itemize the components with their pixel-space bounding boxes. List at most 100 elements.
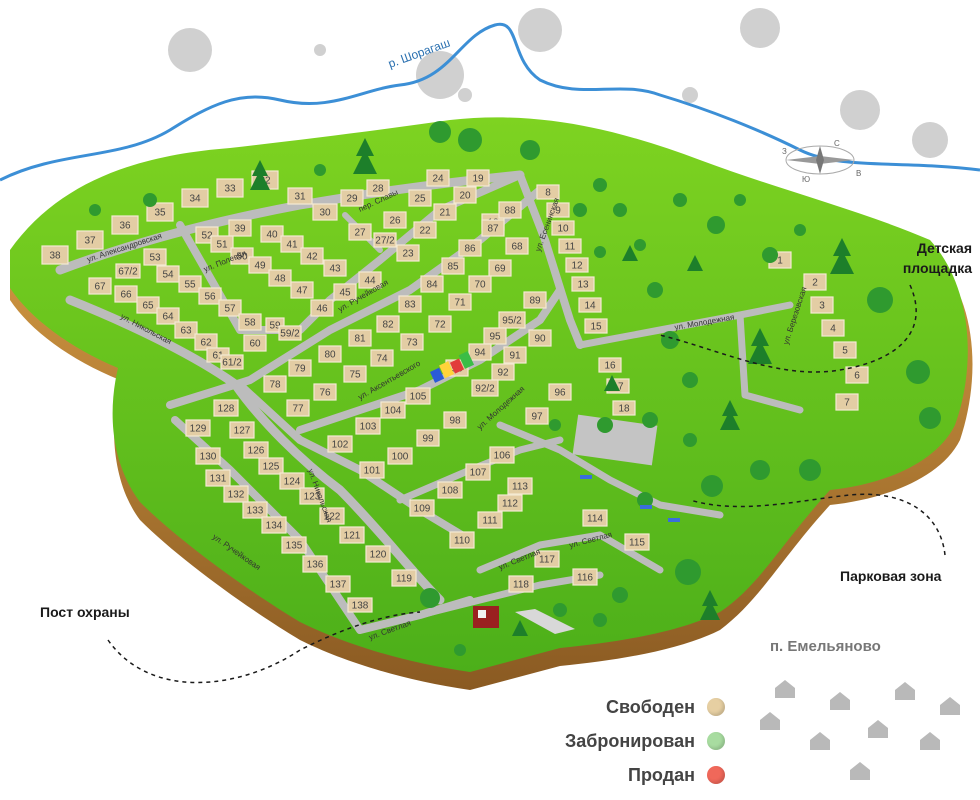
lot-91[interactable]: 91 [503, 346, 527, 364]
lot-58[interactable]: 58 [238, 313, 262, 331]
lot-35[interactable]: 35 [146, 202, 174, 222]
lot-118[interactable]: 118 [508, 575, 534, 593]
lot-76[interactable]: 76 [313, 383, 337, 401]
lot-79[interactable]: 79 [288, 359, 312, 377]
lot-77[interactable]: 77 [286, 399, 310, 417]
lot-37[interactable]: 37 [76, 230, 104, 250]
lot-131[interactable]: 131 [205, 469, 231, 487]
lot-2[interactable]: 2 [803, 273, 827, 291]
lot-22[interactable]: 22 [413, 221, 437, 239]
lot-135[interactable]: 135 [281, 536, 307, 554]
lot-14[interactable]: 14 [578, 297, 602, 313]
lot-53[interactable]: 53 [143, 248, 167, 266]
lot-81[interactable]: 81 [348, 329, 372, 347]
lot-67-2[interactable]: 67/2 [115, 263, 141, 279]
lot-132[interactable]: 132 [223, 485, 249, 503]
lot-33[interactable]: 33 [216, 178, 244, 198]
lot-3[interactable]: 3 [810, 296, 834, 314]
lot-50[interactable]: 50 [230, 247, 254, 265]
lot-129[interactable]: 129 [185, 419, 211, 437]
lot-34[interactable]: 34 [181, 188, 209, 208]
lot-104[interactable]: 104 [380, 401, 406, 419]
lot-123[interactable]: 123 [299, 487, 325, 505]
lot-136[interactable]: 136 [302, 555, 328, 573]
lot-97[interactable]: 97 [525, 407, 549, 425]
lot-87[interactable]: 87 [481, 219, 505, 237]
lot-88[interactable]: 88 [498, 201, 522, 219]
lot-89[interactable]: 89 [523, 291, 547, 309]
lot-96[interactable]: 96 [548, 383, 572, 401]
lot-119[interactable]: 119 [391, 569, 417, 587]
lot-25[interactable]: 25 [408, 189, 432, 207]
lot-124[interactable]: 124 [279, 472, 305, 490]
lot-23[interactable]: 23 [396, 244, 420, 262]
lot-21[interactable]: 21 [433, 203, 457, 221]
lot-130[interactable]: 130 [195, 447, 221, 465]
lot-83[interactable]: 83 [398, 295, 422, 313]
lot-120[interactable]: 120 [365, 545, 391, 563]
lot-51[interactable]: 51 [210, 235, 234, 253]
lot-74[interactable]: 74 [370, 349, 394, 367]
lot-56[interactable]: 56 [198, 287, 222, 305]
lot-27[interactable]: 27 [348, 223, 372, 241]
lot-9[interactable]: 9 [546, 202, 570, 218]
lot-95[interactable]: 95 [483, 327, 507, 345]
lot-57[interactable]: 57 [218, 299, 242, 317]
lot-99[interactable]: 99 [416, 429, 440, 447]
lot-40[interactable]: 40 [260, 225, 284, 243]
lot-20[interactable]: 20 [453, 186, 477, 204]
lot-112[interactable]: 112 [497, 494, 523, 512]
lot-86[interactable]: 86 [458, 239, 482, 257]
lot-78[interactable]: 78 [263, 375, 287, 393]
lot-92-2[interactable]: 92/2 [471, 379, 499, 397]
lot-61-2[interactable]: 61/2 [220, 354, 244, 370]
lot-28[interactable]: 28 [366, 179, 390, 197]
lot-8[interactable]: 8 [536, 184, 560, 200]
lot-4[interactable]: 4 [821, 319, 845, 337]
lot-31[interactable]: 31 [287, 187, 313, 205]
lot-60[interactable]: 60 [243, 334, 267, 352]
lot-67[interactable]: 67 [88, 277, 112, 295]
lot-43[interactable]: 43 [323, 259, 347, 277]
lot-111[interactable]: 111 [477, 511, 503, 529]
lot-66[interactable]: 66 [114, 285, 138, 303]
lot-137[interactable]: 137 [325, 575, 351, 593]
lot-114[interactable]: 114 [582, 509, 608, 527]
lot-92[interactable]: 92 [491, 363, 515, 381]
lot-18[interactable]: 18 [612, 400, 636, 416]
lot-126[interactable]: 126 [243, 441, 269, 459]
lot-115[interactable]: 115 [624, 533, 650, 551]
lot-65[interactable]: 65 [136, 296, 160, 314]
lot-71[interactable]: 71 [448, 293, 472, 311]
lot-134[interactable]: 134 [261, 516, 287, 534]
lot-127[interactable]: 127 [229, 421, 255, 439]
lot-106[interactable]: 106 [489, 446, 515, 464]
lot-128[interactable]: 128 [213, 399, 239, 417]
lot-62[interactable]: 62 [194, 333, 218, 351]
lot-7[interactable]: 7 [835, 393, 859, 411]
lot-101[interactable]: 101 [359, 461, 385, 479]
lot-47[interactable]: 47 [290, 281, 314, 299]
lot-82[interactable]: 82 [376, 315, 400, 333]
lot-6[interactable]: 6 [845, 366, 869, 384]
lot-85[interactable]: 85 [441, 257, 465, 275]
lot-46[interactable]: 46 [310, 299, 334, 317]
lot-98[interactable]: 98 [443, 411, 467, 429]
lot-108[interactable]: 108 [437, 481, 463, 499]
lot-55[interactable]: 55 [178, 275, 202, 293]
lot-41[interactable]: 41 [280, 235, 304, 253]
lot-122[interactable]: 122 [319, 507, 345, 525]
lot-13[interactable]: 13 [571, 276, 595, 292]
lot-5[interactable]: 5 [833, 341, 857, 359]
lot-84[interactable]: 84 [420, 275, 444, 293]
lot-45[interactable]: 45 [333, 283, 357, 301]
lot-30[interactable]: 30 [312, 203, 338, 221]
lot-109[interactable]: 109 [409, 499, 435, 517]
lot-125[interactable]: 125 [258, 457, 284, 475]
lot-121[interactable]: 121 [339, 526, 365, 544]
lot-72[interactable]: 72 [428, 315, 452, 333]
lot-19[interactable]: 19 [466, 169, 490, 187]
lot-49[interactable]: 49 [248, 256, 272, 274]
lot-94[interactable]: 94 [468, 343, 492, 361]
lot-27-2[interactable]: 27/2 [373, 232, 397, 248]
